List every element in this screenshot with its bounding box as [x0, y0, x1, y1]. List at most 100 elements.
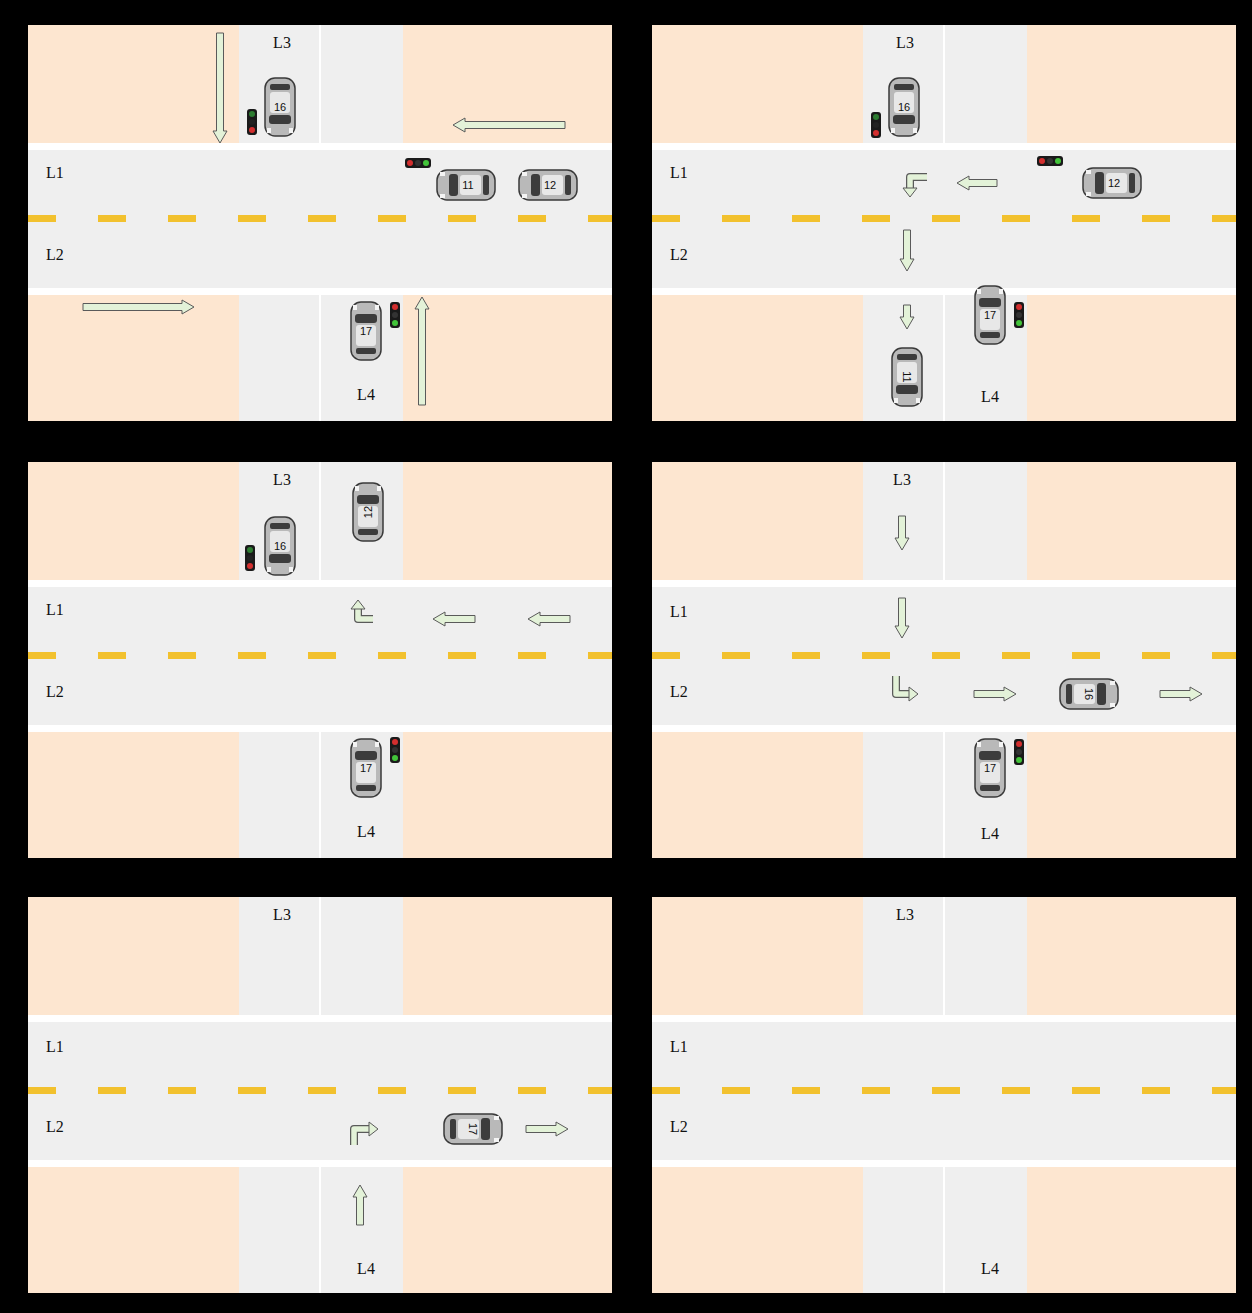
center-dash	[792, 1087, 820, 1094]
car	[351, 302, 381, 360]
block-area	[652, 295, 863, 421]
signal-lamp	[247, 563, 253, 569]
signal-lamp	[392, 739, 398, 745]
direction-arrow	[900, 305, 914, 329]
road-surface	[28, 897, 612, 1293]
signal-lamp	[873, 122, 879, 128]
lane-label: L4	[981, 825, 999, 843]
car-number: 11	[462, 179, 473, 191]
traffic-light	[405, 158, 431, 168]
signal-lamp	[1016, 741, 1022, 747]
block-area	[28, 25, 239, 143]
block-area	[403, 25, 612, 143]
center-dash	[932, 1087, 960, 1094]
lane-label: L2	[670, 683, 688, 701]
intersection-scene	[652, 25, 1236, 421]
car-number: 16	[274, 540, 286, 552]
turn-arrow	[910, 177, 927, 188]
car	[265, 78, 295, 136]
lane-divider	[319, 25, 321, 143]
signal-lamp	[1016, 757, 1022, 763]
road-edge	[652, 288, 1236, 295]
road-edge	[28, 1160, 612, 1167]
center-dash	[518, 1087, 546, 1094]
lane-label: L2	[670, 246, 688, 264]
block-area	[652, 897, 863, 1015]
turn-arrow	[896, 676, 909, 694]
intersection-scene	[652, 462, 1236, 858]
car	[1083, 168, 1141, 198]
center-dash	[168, 1087, 196, 1094]
lane-label: L3	[273, 906, 291, 924]
block-area	[1027, 732, 1236, 858]
signal-lamp	[247, 547, 253, 553]
center-dash	[238, 1087, 266, 1094]
turn-arrow	[903, 188, 917, 197]
road-edge	[652, 1160, 1236, 1167]
scene-panel: L3L1L2L4	[652, 897, 1236, 1293]
traffic-light	[1014, 739, 1024, 765]
signal-lamp	[249, 127, 255, 133]
traffic-light	[1014, 302, 1024, 328]
scene-panel: L316L112L21117L4	[652, 25, 1236, 421]
traffic-light	[390, 737, 400, 763]
center-dash	[862, 1087, 890, 1094]
direction-arrow	[453, 118, 565, 132]
center-dash	[1142, 215, 1170, 222]
car	[975, 739, 1005, 797]
signal-lamp	[392, 755, 398, 761]
center-dash	[652, 652, 680, 659]
traffic-light	[390, 302, 400, 328]
block-area	[1027, 462, 1236, 580]
lane-label: L1	[46, 1038, 64, 1056]
center-dash	[862, 652, 890, 659]
car	[353, 483, 383, 541]
center-dash	[932, 652, 960, 659]
center-dash	[1212, 652, 1236, 659]
lane-divider	[943, 25, 945, 143]
road-edge	[28, 580, 612, 587]
turn-arrow	[351, 600, 365, 609]
lane-divider	[319, 462, 321, 580]
lane-label: L1	[46, 164, 64, 182]
car	[351, 739, 381, 797]
road-edge	[652, 725, 1236, 732]
lane-label: L1	[46, 601, 64, 619]
direction-arrow	[526, 1122, 568, 1136]
block-area	[403, 1167, 612, 1293]
signal-lamp	[392, 747, 398, 753]
center-dash	[932, 215, 960, 222]
signal-lamp	[249, 119, 255, 125]
road-edge	[28, 1015, 612, 1022]
lane-label: L2	[46, 683, 64, 701]
turn-arrow	[354, 1129, 369, 1145]
center-dash	[722, 1087, 750, 1094]
signal-lamp	[1055, 158, 1061, 164]
intersection-scene	[28, 25, 612, 421]
intersection-scene	[652, 897, 1236, 1293]
car-number: 16	[898, 101, 910, 113]
turn-arrow	[910, 177, 927, 188]
signal-lamp	[415, 160, 421, 166]
center-dash	[238, 215, 266, 222]
turn-arrow	[369, 1122, 378, 1136]
center-dash	[168, 652, 196, 659]
center-dash	[792, 652, 820, 659]
center-dash	[308, 215, 336, 222]
traffic-light	[871, 112, 881, 138]
car	[892, 348, 922, 406]
signal-lamp	[392, 320, 398, 326]
block-area	[1027, 897, 1236, 1015]
center-dash	[588, 652, 612, 659]
turn-arrow	[354, 1129, 369, 1145]
center-dash	[588, 215, 612, 222]
signal-lamp	[1047, 158, 1053, 164]
lane-divider	[943, 732, 945, 858]
center-dash	[448, 652, 476, 659]
lane-divider	[943, 1167, 945, 1293]
road-edge	[652, 143, 1236, 150]
lane-label: L3	[893, 471, 911, 489]
center-dash	[652, 215, 680, 222]
lane-label: L4	[357, 386, 375, 404]
signal-lamp	[249, 111, 255, 117]
